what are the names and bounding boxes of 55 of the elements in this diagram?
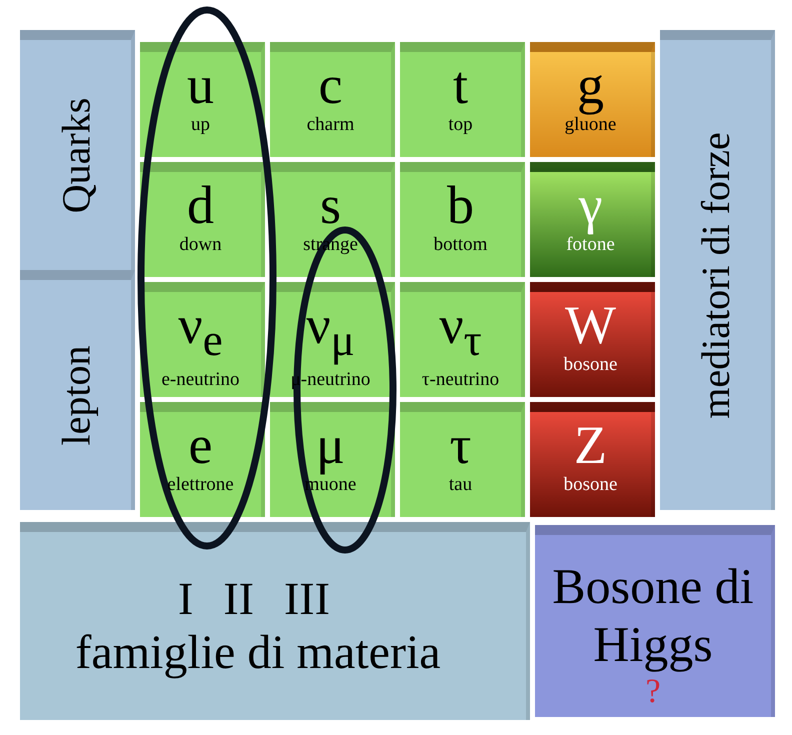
particle-name: elettrone xyxy=(167,474,234,496)
category-label: lepton xyxy=(52,345,99,445)
particle-name: bottom xyxy=(434,234,488,256)
particle-name: e-neutrino xyxy=(161,368,240,391)
particle-symbol: τ xyxy=(448,416,472,474)
particle-name: tau xyxy=(448,474,472,496)
category-band xyxy=(20,522,530,720)
particle-name: charm xyxy=(306,114,354,136)
particle-symbol: s xyxy=(318,176,342,234)
particle-name: bosone xyxy=(564,474,618,496)
particle-name: Bosone di Higgs xyxy=(551,557,755,673)
question-mark: ? xyxy=(645,673,661,711)
particle-symbol: ν$_{μ}$ xyxy=(305,296,356,367)
particle-box xyxy=(530,402,655,517)
particle-name: up xyxy=(191,114,210,136)
particle-name: down xyxy=(179,234,222,256)
category-band xyxy=(20,30,135,270)
particle-symbol: μ xyxy=(315,416,346,474)
particle-symbol: c xyxy=(318,56,344,114)
particle-symbol: u xyxy=(186,56,215,114)
particle-name: fotone xyxy=(566,234,615,256)
particle-box xyxy=(530,282,655,397)
particle-box xyxy=(270,42,395,157)
particle-box xyxy=(535,525,775,717)
category-band xyxy=(20,270,135,510)
particle-box xyxy=(140,282,265,397)
generation-numeral: I xyxy=(178,572,194,625)
generation-numeral: III xyxy=(284,572,330,625)
particle-name: gluone xyxy=(564,114,616,136)
particle-symbol: ν$_{τ}$ xyxy=(438,296,483,367)
particle-symbol: e xyxy=(188,416,214,474)
particle-symbol: γ xyxy=(578,176,604,234)
particle-box xyxy=(400,42,525,157)
particle-name: bosone xyxy=(564,354,618,376)
particle-box xyxy=(270,162,395,277)
particle-box xyxy=(400,162,525,277)
particle-box xyxy=(140,162,265,277)
particle-symbol: Z xyxy=(573,416,608,474)
particle-box xyxy=(530,42,655,157)
category-band xyxy=(660,30,775,510)
category-label: famiglie di materia xyxy=(75,625,441,680)
particle-box xyxy=(400,402,525,517)
particle-symbol: t xyxy=(452,56,469,114)
particle-symbol: W xyxy=(564,296,617,354)
generation-numeral: II xyxy=(223,572,254,625)
particle-symbol: ν$_{e}$ xyxy=(177,296,224,367)
particle-box xyxy=(530,162,655,277)
category-label: mediatori di forze xyxy=(692,132,739,418)
particle-name: top xyxy=(448,114,473,136)
particle-name: τ-neutrino xyxy=(422,368,500,391)
category-label: Quarks xyxy=(52,97,99,213)
particle-symbol: g xyxy=(576,56,605,114)
particle-box xyxy=(400,282,525,397)
particle-symbol: d xyxy=(186,176,215,234)
particle-symbol: b xyxy=(446,176,475,234)
